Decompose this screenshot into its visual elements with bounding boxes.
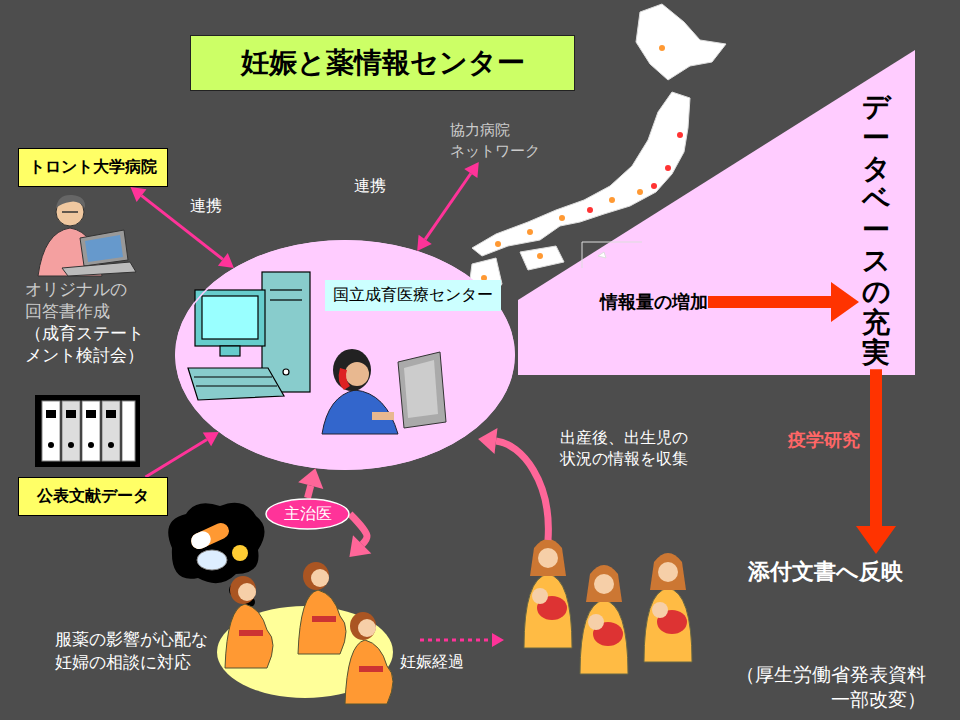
- pregnant-group: 服薬の影響が心配な 妊婦の相談に対応: [40, 560, 400, 700]
- note-white: （成育ステート メント検討会）: [25, 322, 151, 366]
- connector-arrow: [870, 369, 882, 526]
- progress-arrow: [420, 639, 492, 642]
- doctor-with-laptop: [38, 195, 136, 276]
- node-text: 主治医: [284, 504, 332, 525]
- connector-arrow: [308, 486, 311, 498]
- feedback-arrow: [496, 441, 548, 540]
- package-insert: 添付文書へ反映: [748, 557, 903, 587]
- ellipse-shape: [176, 241, 514, 469]
- medicine-thought: [168, 503, 264, 607]
- edge-label: 連携: [188, 196, 224, 217]
- info-increase: 情報量の増加: [600, 290, 708, 314]
- center-ellipse-fill: [175, 240, 515, 470]
- connector-arrow: [425, 174, 471, 240]
- center-ellipse: 国立成育医療センター: [175, 240, 515, 470]
- feedback-note: 出産後、出生児の 状況の情報を収集: [560, 428, 694, 470]
- node-text: 添付文書へ反映: [748, 557, 903, 587]
- ellipse-shape: [266, 499, 349, 529]
- computer: [188, 272, 310, 400]
- ellipse-outline: [175, 240, 515, 470]
- binders: [35, 395, 140, 467]
- title: 妊娠と薬情報センター: [190, 35, 575, 91]
- edge-label: 疫学研究: [786, 428, 862, 452]
- node-text: 公表文献データ: [29, 486, 157, 507]
- doctor-ellipse: 主治医: [265, 498, 350, 530]
- node-text: トロント大学病院: [29, 157, 157, 178]
- node-text: 協力病院 ネットワーク: [450, 120, 546, 162]
- note-grey: オリジナルの 回答書作成: [25, 278, 134, 322]
- node-text: データベースの充実: [862, 92, 890, 369]
- progress-note: 妊娠経過: [400, 652, 480, 673]
- source-caption: （厚生労働省発表資料 一部改変）: [728, 662, 926, 711]
- pregnant-women: [225, 562, 393, 704]
- node-text: 国立成育医療センター: [325, 280, 501, 311]
- database-column: データベースの充実: [862, 92, 890, 369]
- literature-box: 公表文献データ: [18, 477, 168, 516]
- connector-arrow: [146, 439, 207, 477]
- node-text: 服薬の影響が心配な 妊婦の相談に対応: [55, 628, 215, 674]
- connector-arrow: [350, 514, 367, 544]
- network-label: 協力病院 ネットワーク: [450, 120, 546, 162]
- node-text: 情報量の増加: [600, 290, 708, 314]
- connector-arrow: [708, 296, 831, 308]
- partner-hospital-box: トロント大学病院: [18, 148, 168, 187]
- edge-label: 連携: [352, 176, 388, 197]
- mothers-with-babies: [524, 539, 692, 674]
- operator: [322, 349, 446, 434]
